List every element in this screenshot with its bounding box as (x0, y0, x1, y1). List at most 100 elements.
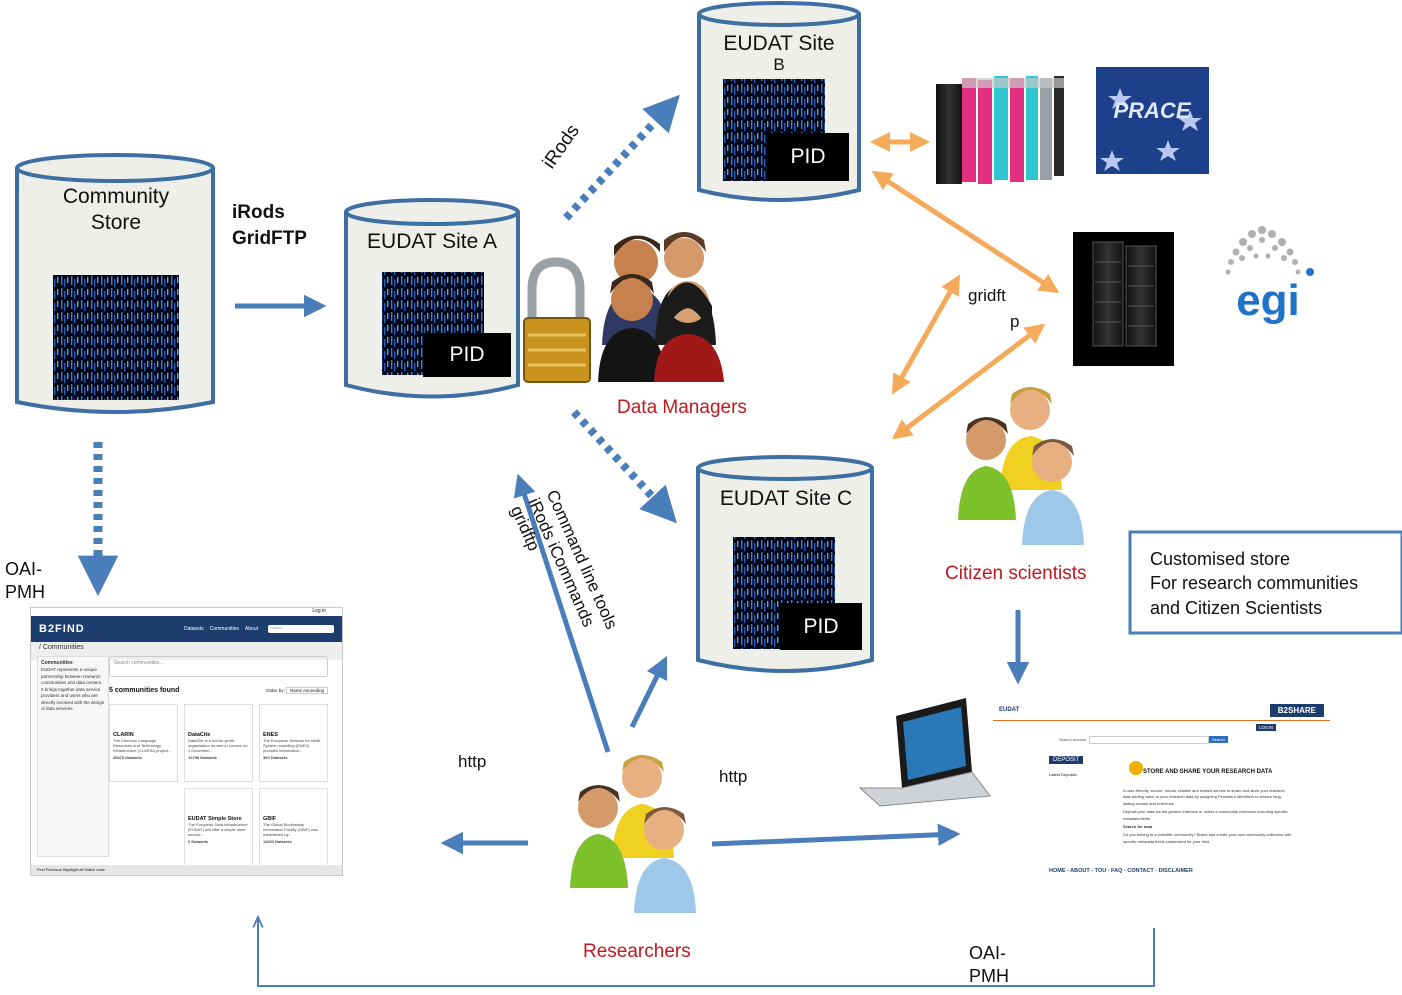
http-right-label: http (719, 767, 748, 786)
b2find-community-grid: CLARIN The Common Language Resources and… (109, 704, 328, 866)
b2find-find-bar[interactable]: Find Previous Highlight all Match case (31, 865, 342, 875)
b2share-text4: Do you belong to a scientific community?… (1123, 832, 1292, 844)
irods-gridftp-label: iRods GridFTP (232, 200, 307, 251)
prace-logo: PRACE (1096, 67, 1209, 174)
b2share-search-button[interactable]: Search (1209, 736, 1228, 743)
b2find-sidebar: Communities EUDAT represents a unique pa… (37, 656, 109, 857)
oai-pmh-left-label: OAI- PMH (5, 558, 45, 605)
community-store-label-line2: Store (90, 211, 142, 235)
oai-pmh-left-line2: PMH (5, 582, 45, 603)
card-count: 360 Datasets (263, 755, 288, 760)
b2find-order: Order by: Name Ascending (265, 687, 328, 694)
b2share-login-button[interactable]: LOGIN (1255, 724, 1276, 731)
site-b-label-line2: B (773, 55, 785, 75)
community-store-cylinder (15, 153, 215, 414)
b2share-deposit-button[interactable]: DEPOSIT (1049, 756, 1084, 764)
b2find-found-count: 5 communities found (109, 687, 180, 694)
b2share-search-input[interactable] (1089, 736, 1209, 744)
oai-pmh-bottom-label: OAI- PMH (969, 942, 1009, 989)
b2find-nav-communities[interactable]: Communities (209, 626, 239, 632)
b2find-nav-datasets[interactable]: Datasets (184, 626, 204, 632)
b2find-nav-about[interactable]: About (244, 626, 258, 632)
oai-pmh-left-line1: OAI- (5, 559, 43, 579)
b2find-main: Search communities... 5 communities foun… (109, 656, 328, 866)
card-title: CLARIN (113, 732, 134, 738)
card-text: DataCite is a not-for-profit organisatio… (188, 738, 248, 753)
prace-logo-text: PRACE (1113, 98, 1191, 123)
citizen-scientists-label: Citizen scientists (945, 563, 1087, 584)
b2find-results-bar: 5 communities found Order by: Name Ascen… (109, 677, 328, 694)
b2find-card-eudat-simple-store[interactable]: EUDAT Simple Store The European Data Inf… (184, 788, 253, 866)
b2share-eudat-logo[interactable]: EUDAT (999, 707, 1020, 713)
card-title: GBIF (263, 816, 277, 822)
community-store-label-line1: Community (62, 185, 170, 208)
gridftp-label-line: GridFTP (232, 227, 307, 249)
b2find-nav: Datasets Communities About (184, 626, 258, 632)
server-rack-icon (1073, 232, 1174, 366)
b2find-card-datacite[interactable]: DataCite DataCite is a not-for-profit or… (184, 704, 253, 782)
gridftp-label-line2: p (1010, 311, 1020, 331)
b2find-logo[interactable]: B2FIND (39, 623, 85, 635)
gridftp-label-line1: gridft (968, 286, 1006, 305)
b2share-description: A user-friendly, secure, robust, reliabl… (1123, 788, 1293, 845)
b2find-card-enes[interactable]: ENES The European Network for earth Syst… (259, 704, 328, 782)
b2find-search-communities-input[interactable]: Search communities... (109, 656, 328, 677)
b2find-side-text: EUDAT represents a unique partnership be… (41, 667, 105, 712)
customised-store-line2: For research communities (1150, 573, 1359, 594)
customised-store-line1: Customised store (1150, 549, 1291, 569)
irods-label-line: iRods (232, 202, 285, 223)
b2find-login[interactable]: Log in (31, 608, 342, 616)
site-a-pid: PID (423, 333, 511, 377)
people-icon (570, 755, 696, 913)
supercomputer-icon (936, 76, 1064, 184)
orange-arrows (870, 132, 1060, 440)
b2share-text1: A user-friendly, secure, robust, reliabl… (1123, 788, 1285, 806)
egi-logo (1225, 226, 1314, 276)
b2share-star-icon (1129, 761, 1143, 775)
b2find-header: B2FIND Datasets Communities About Search (31, 616, 342, 642)
b2find-side-title: Communities (41, 660, 73, 666)
oai-pmh-bottom-line2: PMH (969, 966, 1009, 987)
b2find-order-label: Order by: (265, 688, 285, 693)
b2share-brand[interactable]: B2SHARE (1269, 703, 1324, 717)
people-icon (958, 387, 1084, 545)
site-c-pid: PID (780, 603, 862, 650)
card-text: The European Data Infrastructure (EUDAT)… (188, 822, 248, 837)
b2find-breadcrumb: / Communities (31, 642, 342, 660)
b2find-search-input[interactable]: Search (268, 625, 334, 633)
card-title: EUDAT Simple Store (188, 816, 242, 822)
b2share-title: STORE AND SHARE YOUR RESEARCH DATA (1143, 769, 1273, 775)
card-count: 0 Datasets (188, 839, 209, 844)
b2find-grid-spacer (109, 788, 178, 866)
egi-logo-text: egi (1236, 276, 1300, 325)
site-b-label: EUDAT Site B (704, 31, 854, 73)
b2share-footer-links[interactable]: HOME - ABOUT - TOU - FAQ - CONTACT - DIS… (1049, 868, 1193, 874)
card-title: ENES (263, 732, 278, 738)
data-managers-label: Data Managers (617, 397, 747, 418)
b2share-latest-deposits[interactable]: Latest Deposits (1049, 772, 1077, 777)
site-b-label-line1: EUDAT Site (723, 32, 835, 55)
community-store-label: Community Store (40, 184, 192, 237)
matrix-data-icon (53, 275, 179, 400)
card-count: 10798 Datasets (188, 755, 217, 760)
laptop-icon (858, 698, 991, 807)
b2share-text3: Search for data (1123, 823, 1153, 829)
people-icon (598, 232, 724, 382)
card-count: 11000 Datasets (263, 839, 292, 844)
b2share-header: EUDAT B2SHARE (993, 700, 1330, 721)
site-a-label: EUDAT Site A (367, 230, 497, 253)
gridftp-label: gridft p (968, 283, 1019, 334)
customised-store-line3: and Citizen Scientists (1150, 597, 1323, 618)
site-b-pid: PID (767, 133, 849, 181)
b2find-order-select[interactable]: Name Ascending (285, 687, 328, 694)
b2find-card-clarin[interactable]: CLARIN The Common Language Resources and… (109, 704, 178, 782)
b2find-card-gbif[interactable]: GBIF The Global Biodiversity Information… (259, 788, 328, 866)
padlock-icon (523, 257, 591, 383)
customised-store-text: Customised store For research communitie… (1150, 547, 1358, 620)
blue-arrows (77, 94, 1155, 987)
card-text: The European Network for earth System mo… (263, 738, 321, 753)
card-count: 35470 Datasets (113, 755, 142, 760)
customised-store-box (1128, 530, 1402, 635)
b2share-screenshot: EUDAT B2SHARE LOGIN Search records: Sear… (993, 700, 1330, 883)
b2find-screenshot: Log in B2FIND Datasets Communities About… (30, 607, 343, 876)
